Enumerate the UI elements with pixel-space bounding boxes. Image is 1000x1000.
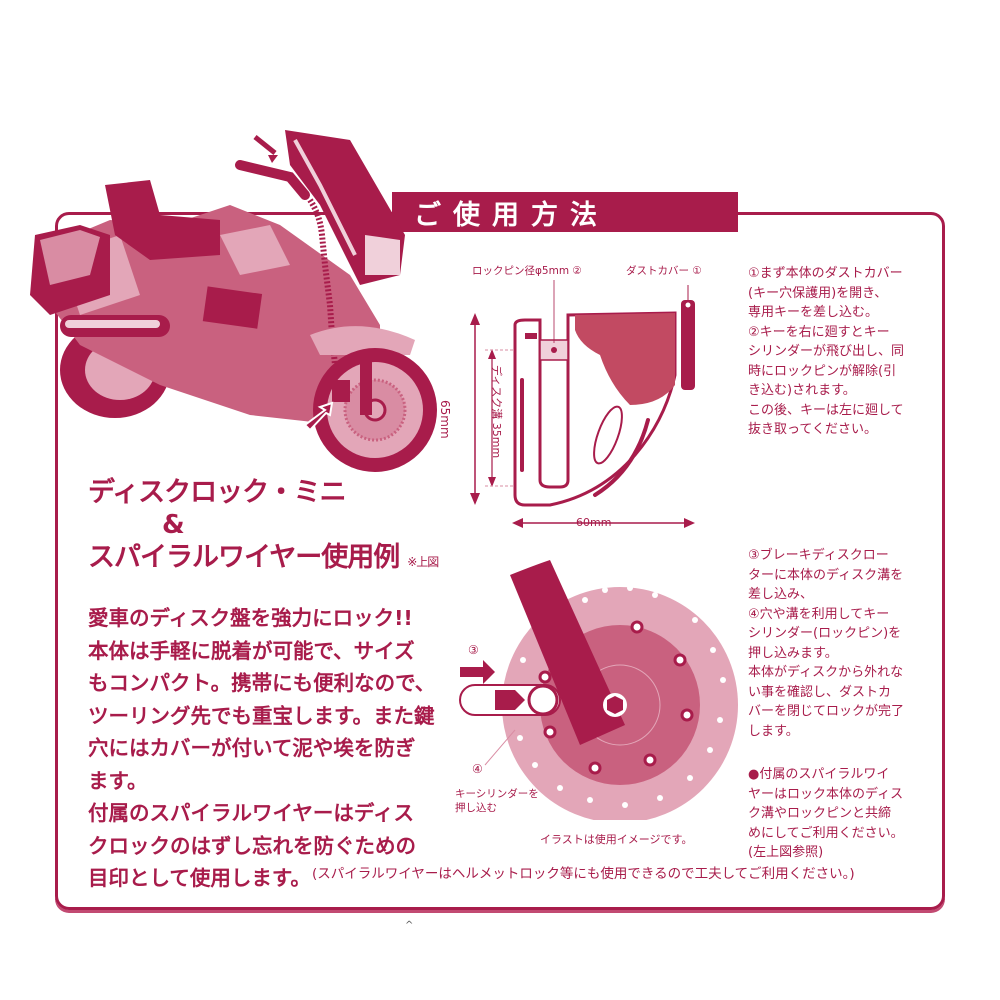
step-line: ③ブレーキディスクロー [748,548,889,563]
steps-spiral-wire: ●付属のスパイラルワイ ヤーはロック本体のディス ク溝やロックピンと共締 めにし… [748,765,938,863]
key-cylinder-label-1: キーシリンダーを [455,788,539,800]
description-line: もコンパクト。携帯にも便利なので、 [88,671,436,695]
key-cylinder-label-2: 押し込む [455,802,497,814]
step-line: シリンダーが飛び出し、同 [748,344,905,359]
step-line: ヤーはロック本体のディス [748,786,904,802]
heading-ampersand: & [162,510,185,540]
description-line: 本体は手軽に脱着が可能で、サイズ [88,638,415,663]
step-line: ②キーを右に廻すとキー [748,324,890,340]
step-line: 時にロックピンが解除(引 [748,363,897,379]
step-line: ク溝やロックピンと共締 [748,806,892,821]
description-line: 穴にはカバーが付いて泥や埃を防ぎ [88,736,416,760]
heading-note: ※上図 [407,555,439,569]
step-line: めにしてご利用ください。 [748,825,904,841]
width-label: 60mm [576,516,612,529]
step4-marker: ④ [472,762,483,776]
disc-rotor-diagram [459,560,738,820]
step-line: ④穴や溝を利用してキー [748,606,890,622]
description-line: ます。 [88,768,148,793]
step-line: (左上図参照) [748,845,824,860]
description-line: クロックのはずし忘れを防ぐための [88,833,416,858]
step-line: 抜き取ってください。 [748,422,877,437]
description-note: (スパイラルワイヤーはヘルメットロック等にも使用できるので工夫してご利用ください… [312,866,855,882]
step-line: 差し込み、 [748,587,814,602]
step-line: 本体がディスクから外れな [748,665,904,680]
step-line: この後、キーは左に廻して [748,402,904,418]
illustration-caption: イラストは使用イメージです。 [540,833,693,846]
step-line: します。 [748,723,799,739]
step-line: 押し込みます。 [748,645,838,661]
section-title: ご使用方法 [414,199,609,231]
step-line: シリンダー(ロックピン)を [748,626,902,641]
step-line: バーを閉じてロックが完了 [748,704,905,719]
lock-dimension-diagram [470,280,695,528]
step-line: い事を確認し、ダストカ [748,684,892,700]
product-description: 愛車のディスク盤を強力にロック!! 本体は手軽に脱着が可能で、サイズ もコンパク… [88,602,448,895]
groove-label: ディスク溝 35mm [490,365,503,459]
description-line: ツーリング先でも重宝します。また鍵 [88,703,435,728]
product-heading: ディスクロック・ミニ & スパイラルワイヤー使用例 ※上図 [88,476,439,579]
description-line: 目印として使用します。 [88,866,311,890]
heading-line-3: スパイラルワイヤー使用例 [88,542,400,573]
step3-marker: ③ [468,643,479,657]
step-line: ターに本体のディスク溝を [748,567,904,583]
step-line: き込む)されます。 [748,383,856,398]
step-line: ●付属のスパイラルワイ [748,767,890,782]
heading-line-1: ディスクロック・ミニ [88,477,347,508]
height-label: 65mm [438,400,452,439]
steps-lock: ③ブレーキディスクロー ターに本体のディスク溝を 差し込み、 ④穴や溝を利用して… [748,546,938,741]
description-line: 愛車のディスク盤を強力にロック!! [88,606,413,630]
description-line: 付属のスパイラルワイヤーはディス [88,801,414,825]
dust-cover-label: ダストカバー ① [626,265,702,277]
section-title-bar: ご使用方法 [392,192,738,232]
lock-pin-label: ロックピン径φ5mm ② [472,265,582,277]
steps-unlock: ①まず本体のダストカバー (キー穴保護用)を開き、 専用キーを差し込む。 ②キー… [748,264,938,440]
step-line: ①まず本体のダストカバー [748,266,903,281]
step-line: 専用キーを差し込む。 [748,305,879,320]
motorcycle-illustration [30,130,437,472]
footer-mark: ^ [405,920,414,931]
step-line: (キー穴保護用)を開き、 [748,285,888,301]
